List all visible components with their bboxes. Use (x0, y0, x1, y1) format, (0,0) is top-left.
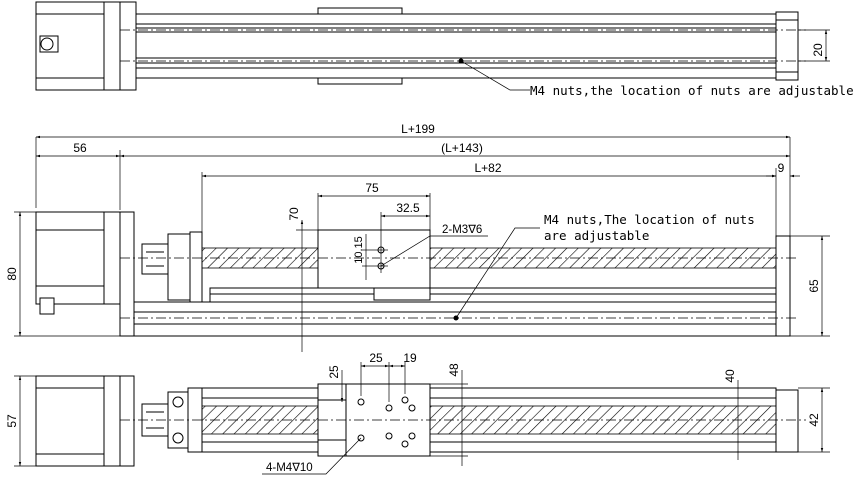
bottom-view: 25 19 25 48 40 57 42 4-M4∇10 (5, 351, 830, 475)
top-carriage-top (317, 7, 403, 15)
dim-l143-label: (L+143) (441, 141, 483, 155)
dim-48-label: 48 (447, 363, 461, 377)
dim-l82-label: L+82 (474, 161, 501, 175)
dim-19-label: 19 (403, 351, 417, 365)
front-cable-outlet (39, 297, 55, 315)
top-connector (39, 35, 59, 53)
front-end-plate (775, 235, 791, 337)
dim-9-label: 9 (778, 161, 785, 175)
m4-thread-label: 4-M4∇10 (266, 462, 313, 474)
top-view: 20 M4 nuts,the location of nuts are adju… (35, 1, 854, 98)
front-carriage (317, 229, 431, 289)
dim-20-label: 20 (811, 43, 825, 57)
top-rail-body (135, 13, 777, 79)
dim-56-label: 56 (73, 141, 87, 155)
top-end-cap (775, 11, 799, 81)
dim-42-label: 42 (807, 413, 821, 427)
top-nut-note: M4 nuts,the location of nuts are adjusta… (530, 83, 854, 98)
m3-thread-label: 2-M3∇6 (442, 224, 482, 236)
dim-57-label: 57 (5, 414, 19, 428)
connector-round-icon (40, 37, 54, 51)
front-motor-body (35, 211, 121, 305)
dim-65-label: 65 (807, 279, 821, 293)
dim-325-label: 32.5 (396, 201, 420, 215)
front-guide (209, 287, 777, 303)
front-nut-note-line1: M4 nuts,The location of nuts (544, 212, 755, 227)
dim-40-label: 40 (723, 369, 737, 383)
dim-75-label: 75 (365, 181, 379, 195)
front-flange-block (167, 233, 191, 301)
dim-80-label: 80 (5, 267, 19, 281)
dim-1015-label: 10.15 (353, 236, 365, 264)
front-view: L+199 (L+143) 56 L+82 9 (5, 122, 830, 352)
dim-70-label: 70 (287, 207, 301, 221)
front-nut-note-line2: are adjustable (544, 228, 649, 243)
front-coupling (141, 243, 169, 275)
dim-25b-label: 25 (327, 365, 341, 379)
dim-l199-label: L+199 (401, 122, 435, 136)
bottom-end-cap (775, 389, 799, 453)
bottom-motor-body (35, 375, 121, 467)
dim-25a-label: 25 (369, 351, 383, 365)
top-carriage-bottom (317, 77, 403, 85)
